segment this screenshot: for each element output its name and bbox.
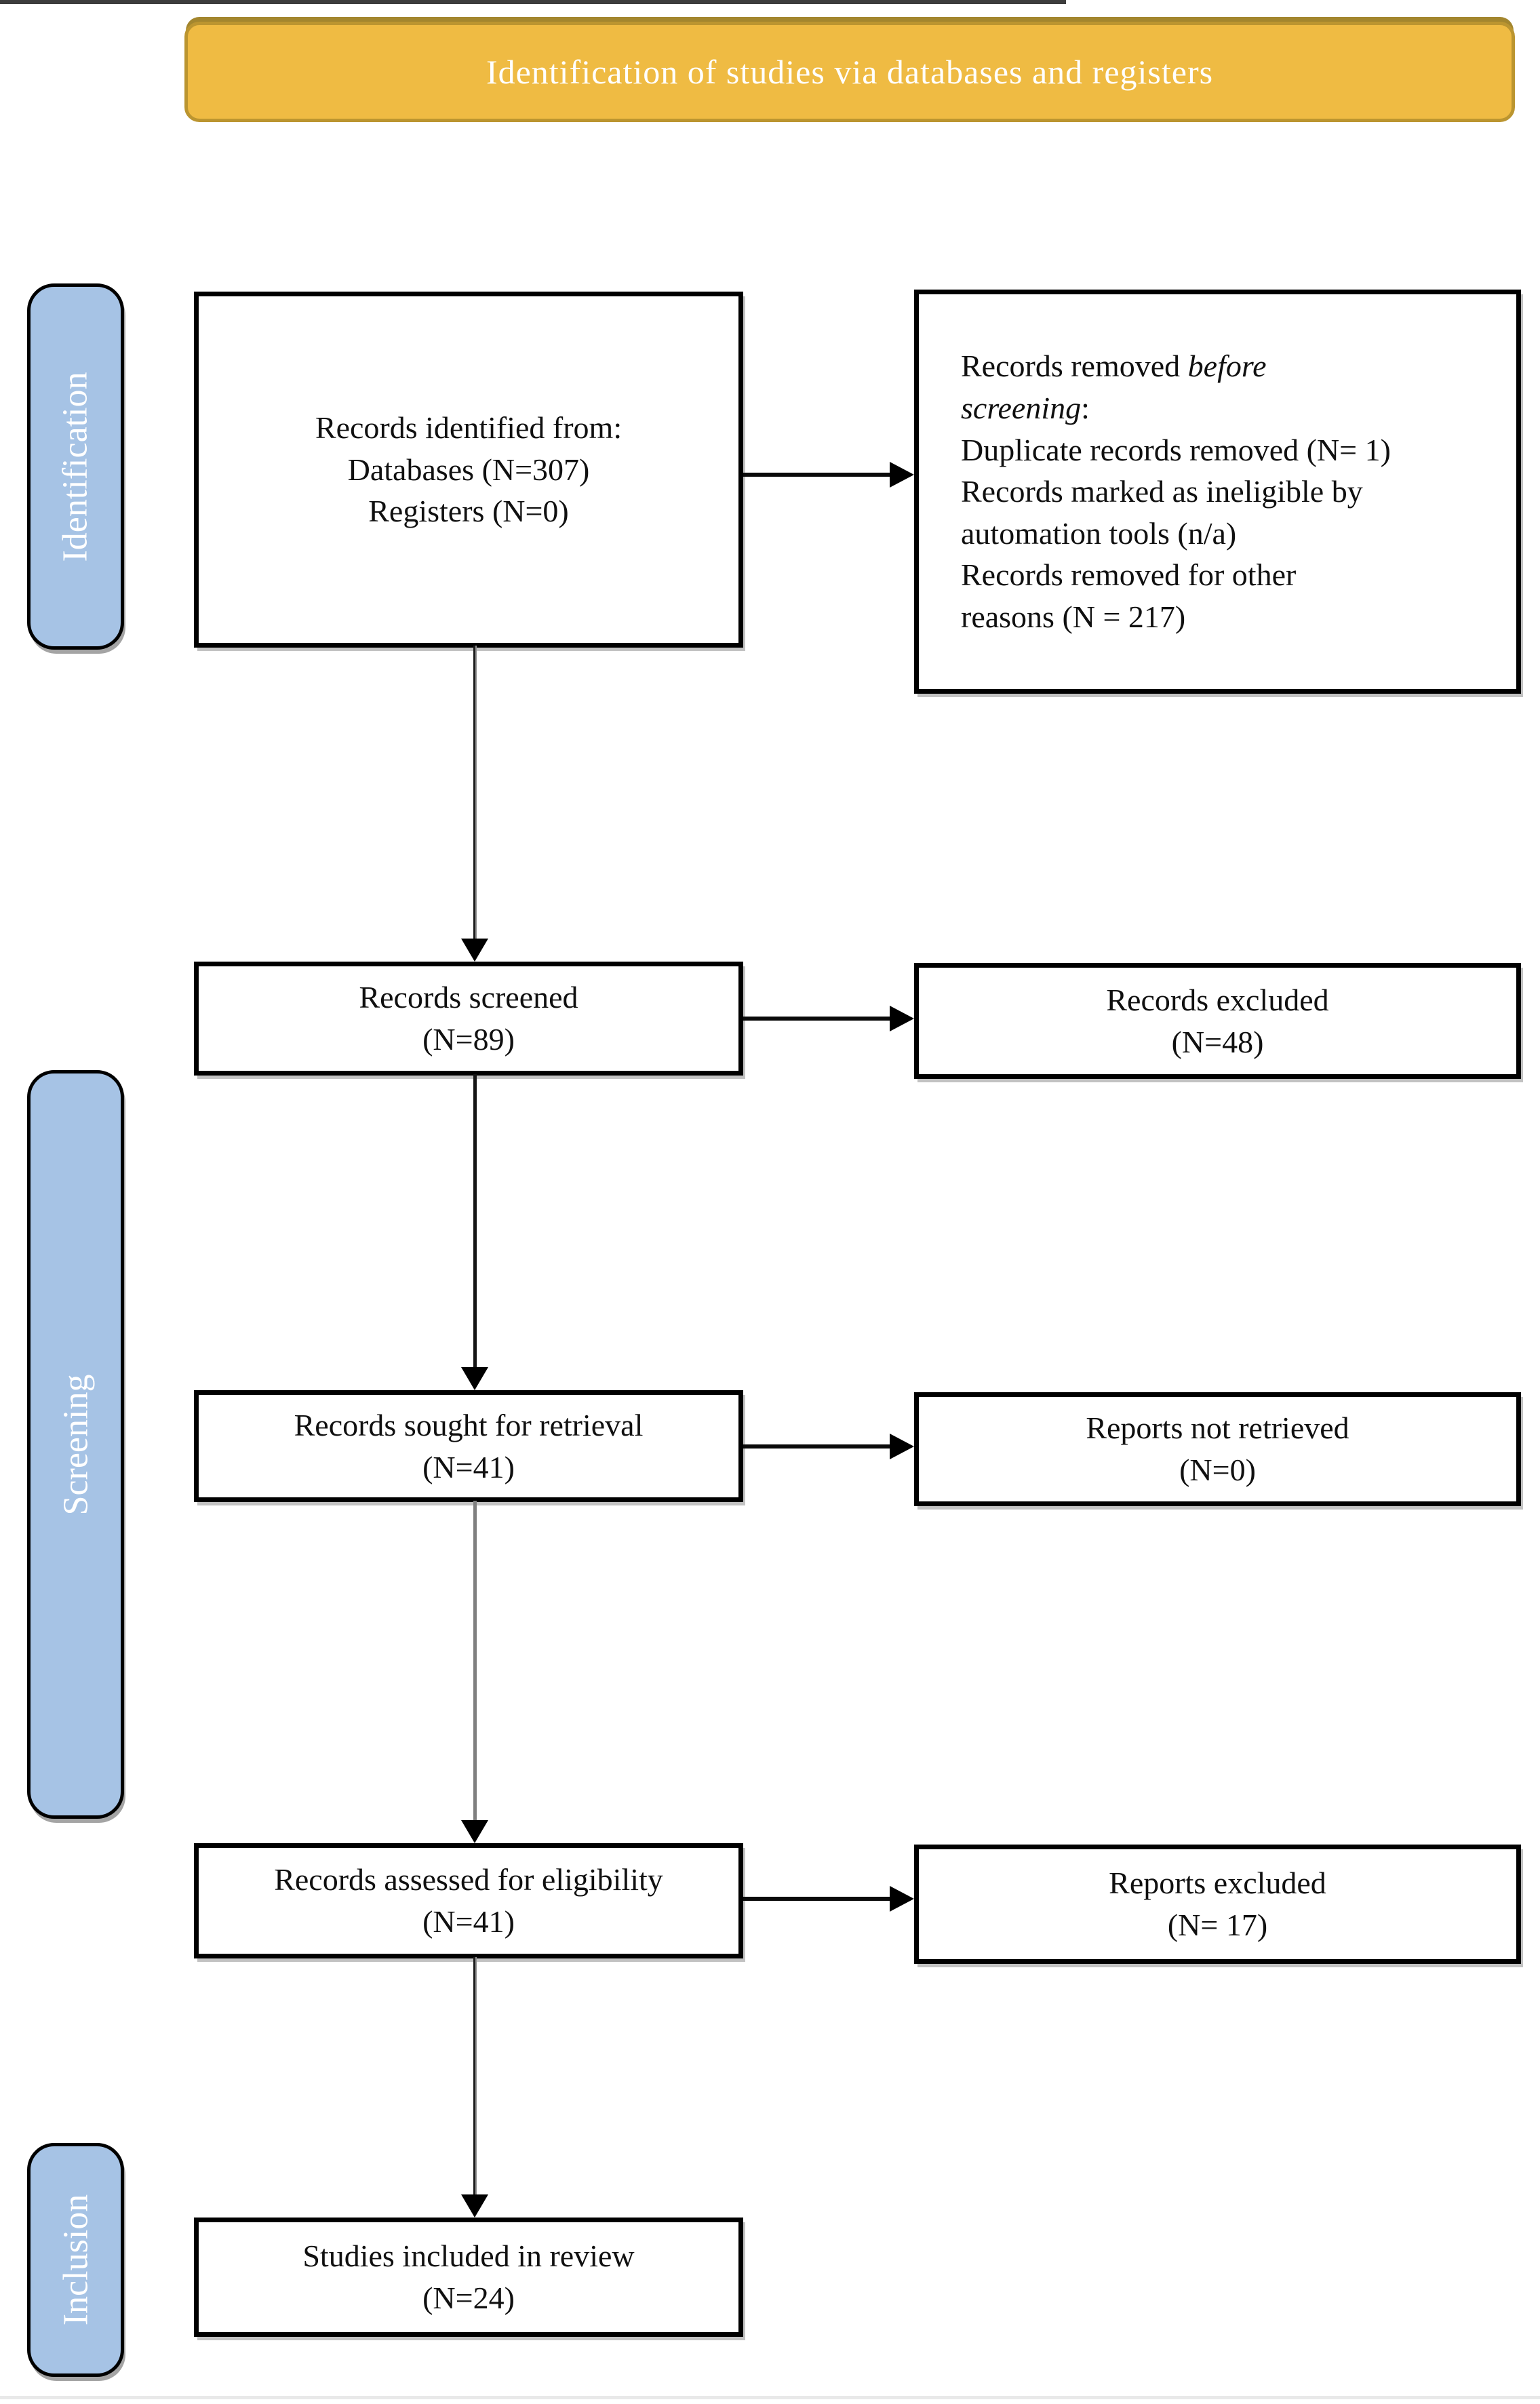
stage-inclusion-label: Inclusion [56,2194,95,2326]
stage-identification-label: Identification [56,371,96,562]
records-identified-databases: Databases (N=307) [347,452,590,487]
stage-screening: Screening [27,1070,124,1819]
records-removed-duplicates: Duplicate records removed (N= 1) [961,432,1391,467]
arrow-shaft [743,1444,890,1449]
records-removed-other-1: Records removed for other [961,557,1297,593]
arrowhead-down-icon [461,1367,488,1390]
arrow-screened-to-sought [461,1074,488,1390]
box-records-excluded: Records excluded (N=48) [914,963,1521,1079]
arrowhead-right-icon [890,1886,914,1912]
banner: Identification of studies via databases … [184,22,1515,122]
records-removed-ineligible-2: automation tools (n/a) [961,515,1237,551]
records-removed-ineligible-1: Records marked as ineligible by [961,474,1363,509]
records-assessed-count: (N=41) [422,1904,515,1939]
arrow-shaft [473,1957,477,2194]
arrowhead-down-icon [461,2194,488,2218]
records-removed-intro-colon: : [1081,390,1090,425]
arrow-screened-to-excluded [743,1006,914,1031]
arrow-shaft [743,1897,890,1901]
records-identified-line: Records identified from: [315,410,623,446]
top-rule [0,0,1066,4]
stage-identification: Identification [27,283,124,650]
arrow-assessed-to-reports-excluded [743,1886,914,1912]
arrowhead-down-icon [461,939,488,962]
box-records-identified: Records identified from: Databases (N=30… [194,292,743,648]
arrowhead-right-icon [890,1006,914,1031]
box-records-assessed: Records assessed for eligibility (N=41) [194,1843,743,1958]
records-assessed-title: Records assessed for eligibility [274,1862,663,1897]
stage-screening-label: Screening [56,1374,95,1515]
arrow-shaft [473,1501,477,1820]
records-sought-count: (N=41) [422,1449,515,1484]
box-reports-not-retrieved: Reports not retrieved (N=0) [914,1392,1521,1506]
arrow-assessed-to-included [461,1957,488,2218]
records-removed-other-2: reasons (N = 217) [961,599,1186,635]
arrowhead-right-icon [890,462,914,488]
reports-excluded-count: (N= 17) [1167,1908,1268,1942]
records-removed-intro-line1: Records removed before [961,345,1266,387]
arrow-shaft [743,473,890,477]
arrow-identified-to-removed [743,462,914,488]
box-records-screened: Records screened (N=89) [194,962,743,1076]
records-sought-title: Records sought for retrieval [294,1407,644,1442]
studies-included-count: (N=24) [422,2281,515,2315]
records-excluded-count: (N=48) [1171,1024,1264,1059]
bottom-rule [0,2396,1540,2399]
reports-not-retrieved-count: (N=0) [1179,1453,1256,1487]
arrow-sought-to-assessed [461,1501,488,1843]
studies-included-title: Studies included in review [302,2239,635,2274]
box-records-removed: Records removed before screening: Duplic… [914,290,1521,694]
records-removed-intro-line2: screening: [961,387,1090,429]
reports-excluded-title: Reports excluded [1109,1866,1326,1901]
arrowhead-right-icon [890,1434,914,1459]
records-screened-count: (N=89) [422,1022,515,1057]
records-excluded-title: Records excluded [1106,982,1329,1017]
stage-inclusion: Inclusion [27,2143,124,2377]
records-removed-intro-italic1: before [1187,349,1267,384]
box-records-sought: Records sought for retrieval (N=41) [194,1390,743,1502]
records-screened-title: Records screened [359,980,578,1015]
arrow-sought-to-not-retrieved [743,1434,914,1459]
banner-title: Identification of studies via databases … [486,53,1214,91]
arrow-shaft [473,1074,477,1367]
records-removed-intro-normal: Records removed [961,349,1188,384]
reports-not-retrieved-title: Reports not retrieved [1086,1411,1349,1446]
records-identified-registers: Registers (N=0) [368,494,569,529]
arrow-identified-to-screened [461,646,488,962]
arrow-shaft [743,1017,890,1021]
box-reports-excluded: Reports excluded (N= 17) [914,1845,1521,1964]
arrow-shaft [473,646,477,939]
arrowhead-down-icon [461,1820,488,1843]
box-studies-included: Studies included in review (N=24) [194,2218,743,2337]
records-removed-intro-italic2: screening [961,390,1082,425]
